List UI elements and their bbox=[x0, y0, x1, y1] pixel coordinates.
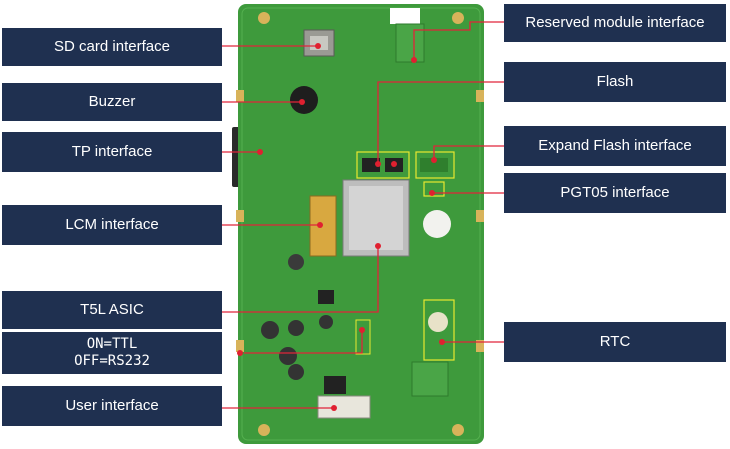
rtc-highlight-box bbox=[423, 299, 455, 361]
leader-line-ttl bbox=[244, 330, 363, 354]
label-pgt05-interface: PGT05 interface bbox=[504, 173, 726, 213]
leader-line-expand-flash bbox=[433, 145, 504, 160]
label-sd-card-interface: SD card interface bbox=[2, 28, 222, 66]
leader-lines bbox=[222, 21, 504, 409]
label-user-interface: User interface bbox=[2, 386, 222, 426]
flash-highlight-box bbox=[356, 151, 410, 179]
label-flash: Flash bbox=[504, 62, 726, 102]
leader-line-t5l bbox=[222, 246, 379, 313]
mounting-hole bbox=[258, 424, 270, 436]
label-on-ttl: ON=TTL bbox=[86, 336, 138, 352]
lcm-connector bbox=[309, 195, 337, 257]
mounting-hole bbox=[452, 12, 464, 24]
pgt05-highlight-box bbox=[423, 181, 445, 197]
label-off-rs232: OFF=RS232 bbox=[74, 353, 150, 369]
mounting-hole bbox=[452, 424, 464, 436]
user-interface-connector bbox=[317, 395, 371, 419]
label-ttl-rs232-switch: ON=TTL OFF=RS232 bbox=[2, 332, 222, 374]
mounting-hole bbox=[258, 12, 270, 24]
label-tp-interface: TP interface bbox=[2, 132, 222, 172]
ttl-rs232-switch bbox=[355, 319, 371, 355]
leader-line-flash bbox=[377, 81, 504, 164]
label-lcm-interface: LCM interface bbox=[2, 205, 222, 245]
label-t5l-asic: T5L ASIC bbox=[2, 291, 222, 329]
label-reserved-module-interface: Reserved module interface bbox=[504, 4, 726, 42]
label-rtc: RTC bbox=[504, 322, 726, 362]
label-buzzer: Buzzer bbox=[2, 83, 222, 121]
leader-line-reserved bbox=[413, 21, 504, 60]
marker-dots bbox=[237, 43, 445, 411]
reserved-module-logo bbox=[390, 8, 420, 24]
label-expand-flash-interface: Expand Flash interface bbox=[504, 126, 726, 166]
expand-flash-highlight-box bbox=[415, 151, 455, 179]
